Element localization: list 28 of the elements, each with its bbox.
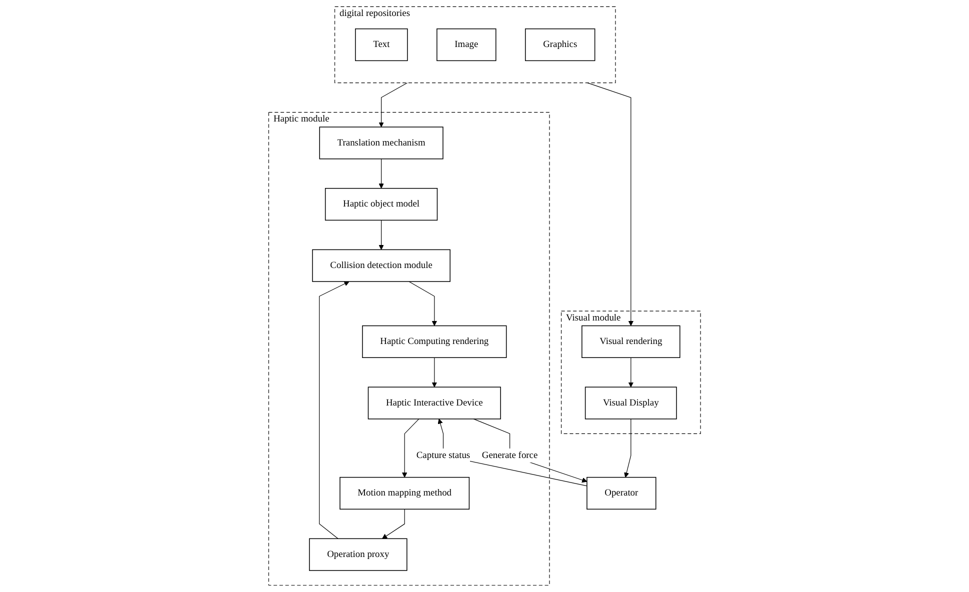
arrow: [378, 82, 408, 128]
arrow: [628, 357, 634, 388]
node-box: Graphics: [524, 28, 596, 62]
node-box: Text: [354, 28, 408, 62]
edge-label: Generate force: [482, 450, 538, 460]
arrow: [382, 508, 405, 539]
arrow: [408, 281, 437, 326]
node-box: Haptic object model: [324, 188, 438, 221]
node-box: Motion mapping method: [339, 476, 470, 510]
node-box: Operation proxy: [308, 538, 408, 571]
arrow: [438, 418, 588, 486]
arrow: [473, 418, 588, 483]
node-box: Haptic Computing rendering: [362, 325, 507, 358]
node-box: Collision detection module: [312, 249, 450, 282]
arrow: [378, 220, 384, 250]
arrow: [378, 158, 384, 189]
node-box: Haptic Interactive Device: [368, 386, 501, 420]
arrow: [432, 357, 437, 388]
node-box: Translation mechanism: [319, 126, 444, 160]
edge-label: Capture status: [416, 450, 470, 460]
arrow: [318, 281, 350, 539]
arrow: [402, 418, 420, 478]
arrow: [586, 82, 634, 326]
node-box: Image: [436, 28, 496, 62]
node-box: Operator: [586, 476, 656, 510]
node-box: Visual Display: [584, 386, 677, 420]
arrow: [624, 418, 632, 478]
node-box: Visual rendering: [581, 325, 680, 358]
